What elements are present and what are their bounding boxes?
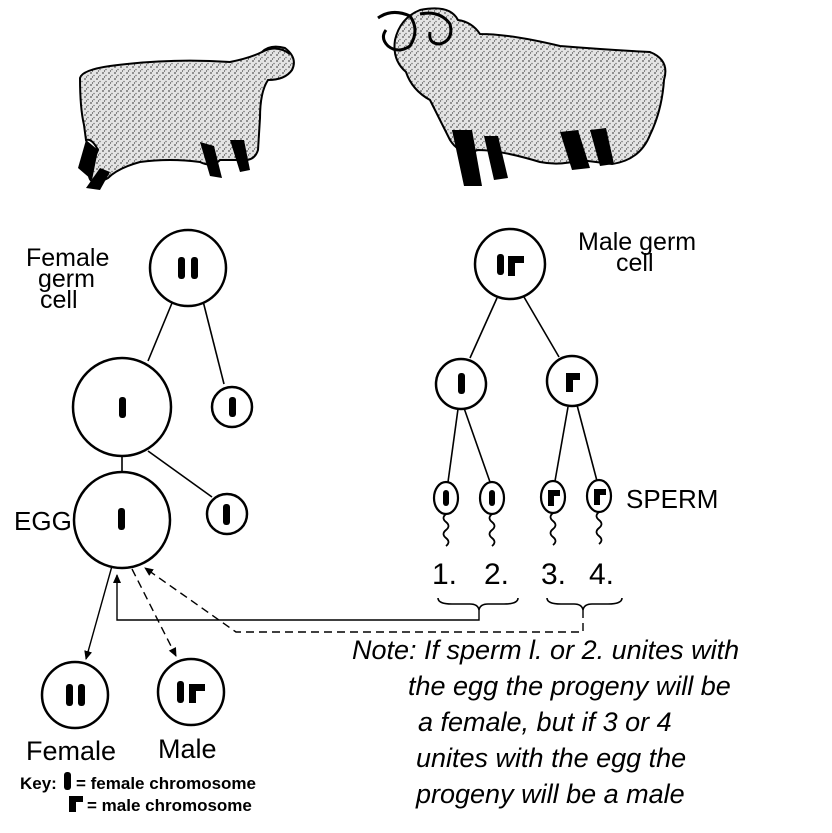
key-prefix: Key: [20, 775, 57, 792]
key-male-label: = male chromosome [87, 797, 252, 814]
sperm-label: SPERM [626, 486, 718, 512]
first-polar-body [212, 387, 252, 427]
primary-oocyte [73, 358, 171, 456]
female-chromosome [229, 397, 236, 417]
male-germ-label-line2: cell [578, 253, 696, 274]
female-progeny-cell [42, 662, 108, 728]
sperm-number-3: 3. [541, 560, 566, 590]
sperm-number-4: 4. [589, 560, 614, 590]
female-chromosome [497, 254, 504, 275]
female-germ-label-line3: cell [26, 290, 109, 311]
egg-label: EGG [14, 508, 72, 534]
female-chromosome [458, 373, 465, 394]
arrow-to-male [132, 569, 176, 656]
x-sperm-path [117, 575, 479, 620]
brace-sperm-3-4 [547, 598, 622, 610]
key-female-label: = female chromosome [76, 775, 256, 792]
key-male-symbol [69, 796, 83, 812]
ram-illustration [378, 8, 665, 186]
sperm-2 [480, 482, 504, 546]
arrow-to-female [86, 566, 112, 659]
female-chromosome [191, 257, 198, 279]
key-female-symbol [64, 772, 71, 790]
female-germ-cell [150, 230, 226, 306]
female-chromosome [223, 504, 230, 525]
male-progeny-label: Male [158, 736, 217, 763]
female-chromosome [178, 257, 185, 279]
female-germ-label: Female germ cell [26, 248, 109, 311]
note-line-4: unites with the egg the [352, 740, 739, 776]
male-germ-cell [475, 229, 545, 299]
sperm-1 [434, 482, 458, 546]
note-line-3: a female, but if 3 or 4 [352, 704, 739, 740]
ewe-illustration [78, 47, 294, 190]
note-line-2: the egg the progeny will be [352, 668, 739, 704]
brace-sperm-1-2 [438, 598, 518, 610]
note-text: Note: If sperm l. or 2. unites with the … [352, 632, 739, 812]
male-germ-label: Male germ cell [578, 232, 696, 274]
secondary-spermatocyte-x [436, 359, 486, 409]
sperm-number-2: 2. [484, 560, 509, 590]
note-line-1: Note: If sperm l. or 2. unites with [352, 632, 739, 668]
second-polar-body [207, 494, 247, 534]
note-line-5: progeny will be a male [352, 776, 739, 812]
secondary-spermatocyte-y [547, 356, 597, 406]
egg-cell [74, 472, 170, 568]
male-progeny-cell [158, 659, 224, 725]
sperm-3 [541, 481, 565, 545]
female-chromosome [119, 397, 126, 418]
sperm-4 [587, 480, 611, 544]
female-progeny-label: Female [26, 738, 116, 765]
female-chromosome [118, 508, 125, 530]
sperm-number-1: 1. [432, 560, 457, 590]
